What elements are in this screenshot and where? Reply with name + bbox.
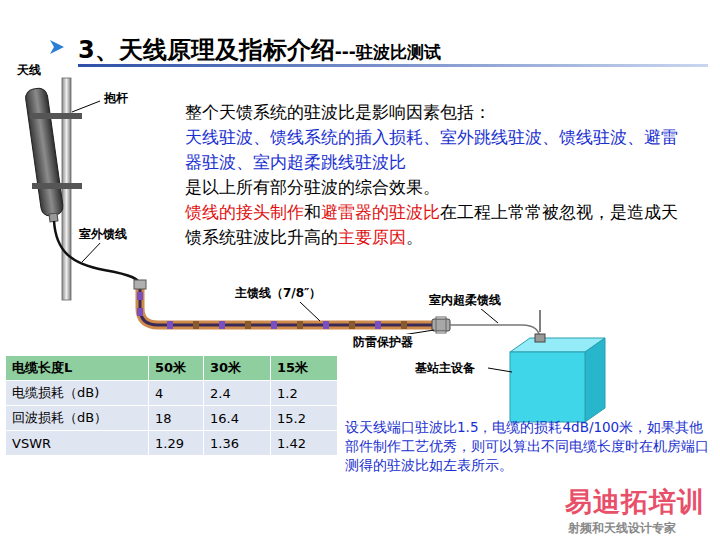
antenna — [24, 87, 64, 223]
factor-list: 天线驻波、馈线系统的插入损耗、室外跳线驻波、馈线驻波、避雷器驻波、室内超柔跳线驻… — [185, 125, 690, 175]
table-cell: 16.4 — [204, 406, 271, 431]
slide-subtitle: ---驻波比测试 — [335, 41, 441, 64]
highlight-text: 主要原因 — [338, 227, 406, 247]
body-line: 整个天馈系统的驻波比是影响因素包括： — [185, 100, 690, 125]
title-bullet — [50, 40, 64, 54]
table-cell: 30米 — [204, 356, 271, 381]
body-line: 是以上所有部分驻波的综合效果。 — [185, 175, 690, 200]
table-row: VSWR1.291.361.42 — [6, 431, 338, 456]
table-cell: 1.42 — [271, 431, 338, 456]
indoor-jumper — [450, 325, 540, 340]
body-text: 。 — [406, 227, 423, 247]
outdoor-jumper — [54, 221, 140, 286]
part-label: 室外馈线 — [78, 226, 128, 243]
table-cell: 4 — [149, 381, 204, 406]
slide-title: 3、天线原理及指标介绍 — [78, 34, 335, 66]
table-cell: 18 — [149, 406, 204, 431]
part-label: 防雷保护器 — [352, 334, 414, 351]
base-station — [510, 334, 605, 422]
table-cell: 15.2 — [271, 406, 338, 431]
highlight-text: 馈线的接头制作 — [185, 202, 304, 222]
body-text: 和 — [304, 202, 321, 222]
table-cell: 50米 — [149, 356, 204, 381]
watermark-subtitle: 射频和天线设计专家 — [568, 520, 676, 537]
highlight-text: 避雷器的驻波比 — [321, 202, 440, 222]
text-body: 整个天馈系统的驻波比是影响因素包括：天线驻波、馈线系统的插入损耗、室外跳线驻波、… — [185, 100, 690, 250]
table-row: 回波损耗（dB）1816.415.2 — [6, 406, 338, 431]
clamp — [30, 113, 82, 119]
part-label: 基站主设备 — [414, 360, 476, 377]
note-text: 设天线端口驻波比1.5，电缆的损耗4dB/100米，如果其他部件制作工艺优秀，则… — [345, 418, 713, 475]
table-cell: 1.29 — [149, 431, 204, 456]
part-label: 主馈线（7/8″） — [234, 285, 322, 302]
part-label: 室内超柔馈线 — [428, 292, 502, 309]
table-cell: VSWR — [6, 431, 149, 456]
part-label: 天线 — [16, 62, 42, 79]
table-cell: 1.36 — [204, 431, 271, 456]
table-cell: 电缆长度L — [6, 356, 149, 381]
title-rule — [78, 64, 708, 67]
main-feeder — [134, 280, 432, 329]
table-cell: 回波损耗（dB） — [6, 406, 149, 431]
part-label: 抱杆 — [103, 90, 129, 107]
loss-table: 电缆长度L50米30米15米电缆损耗（dB)42.41.2回波损耗（dB）181… — [5, 355, 338, 456]
table-cell: 电缆损耗（dB) — [6, 381, 149, 406]
watermark: 易迪拓培训 — [565, 484, 705, 520]
table-cell: 15米 — [271, 356, 338, 381]
table-cell: 1.2 — [271, 381, 338, 406]
lightning-protector — [432, 317, 450, 333]
conclusion: 馈线的接头制作和避雷器的驻波比在工程上常常被忽视，是造成天馈系统驻波比升高的主要… — [185, 200, 690, 250]
table-cell: 2.4 — [204, 381, 271, 406]
clamp — [32, 183, 82, 189]
table-row: 电缆损耗（dB)42.41.2 — [6, 381, 338, 406]
table-row: 电缆长度L50米30米15米 — [6, 356, 338, 381]
